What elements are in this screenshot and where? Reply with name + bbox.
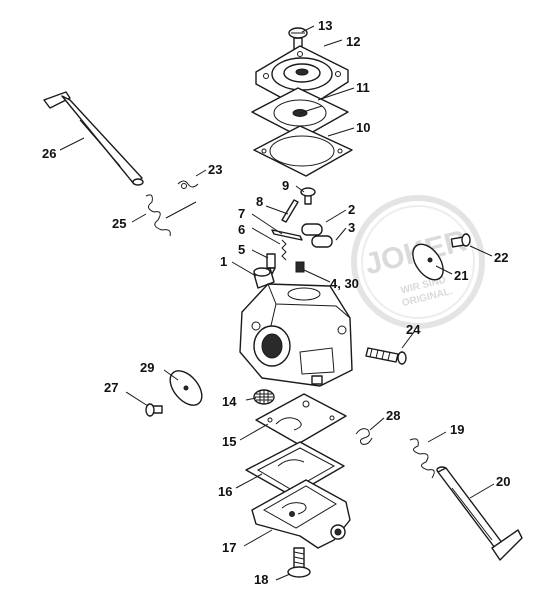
part-19-spring <box>409 438 435 479</box>
callout-12: 12 <box>346 34 360 49</box>
callout-7: 7 <box>238 206 245 221</box>
part-2-plug <box>301 223 323 236</box>
callout-4-30: 4, 30 <box>330 276 359 291</box>
part-4-30-jet <box>295 261 305 273</box>
part-18-screw <box>287 547 311 578</box>
callout-labels: 13 12 11 10 26 23 9 25 8 2 7 3 6 22 5 1 … <box>42 18 510 587</box>
callout-14: 14 <box>222 394 237 409</box>
carburetor-body <box>239 283 353 387</box>
part-10-gasket <box>253 125 353 177</box>
part-21-plate <box>412 243 444 281</box>
callout-29: 29 <box>140 360 154 375</box>
callout-25: 25 <box>112 216 126 231</box>
callout-21: 21 <box>454 268 468 283</box>
part-12-cover <box>255 45 349 111</box>
callout-2: 2 <box>348 202 355 217</box>
callout-17: 17 <box>222 540 236 555</box>
callout-22: 22 <box>494 250 508 265</box>
callout-6: 6 <box>238 222 245 237</box>
part-8-pin <box>281 199 299 223</box>
part-13-screw <box>288 27 308 51</box>
callout-18: 18 <box>254 572 268 587</box>
callout-16: 16 <box>218 484 232 499</box>
part-29-plate <box>169 370 203 406</box>
callout-3: 3 <box>348 220 355 235</box>
part-25-spring <box>145 194 197 237</box>
callout-24: 24 <box>406 322 421 337</box>
callout-9: 9 <box>282 178 289 193</box>
part-26-shaft <box>43 91 144 186</box>
leader-lines <box>59 25 495 581</box>
part-20-shaft <box>436 466 523 561</box>
part-15-gasket <box>255 393 347 445</box>
callout-5: 5 <box>238 242 245 257</box>
callout-11: 11 <box>356 80 370 95</box>
part-17-cover <box>251 479 351 549</box>
callout-13: 13 <box>318 18 332 33</box>
callout-26: 26 <box>42 146 56 161</box>
part-9-screw <box>300 187 316 205</box>
part-3-plug <box>311 235 333 248</box>
callout-28: 28 <box>386 408 400 423</box>
part-1-plug <box>253 267 275 289</box>
callout-10: 10 <box>356 120 370 135</box>
part-27-screw <box>145 403 163 417</box>
part-11-diaphragm <box>251 87 349 139</box>
callout-8: 8 <box>256 194 263 209</box>
part-6-spring <box>281 239 287 261</box>
callout-1: 1 <box>220 254 227 269</box>
callout-19: 19 <box>450 422 464 437</box>
part-28-clip <box>355 428 373 445</box>
callout-27: 27 <box>104 380 118 395</box>
callout-20: 20 <box>496 474 510 489</box>
part-14-screen <box>253 389 275 405</box>
part-7-lever <box>271 229 303 241</box>
part-23-clip <box>177 180 199 189</box>
part-24-screw <box>365 347 407 365</box>
callout-15: 15 <box>222 434 236 449</box>
callout-23: 23 <box>208 162 222 177</box>
part-16-diaphragm <box>245 441 345 497</box>
part-22-screw <box>450 233 471 248</box>
